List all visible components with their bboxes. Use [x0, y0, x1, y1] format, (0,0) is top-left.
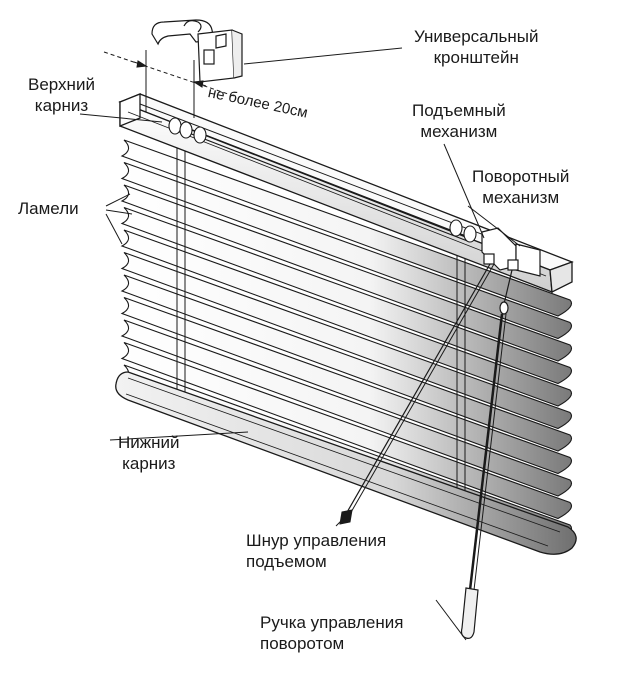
dimension-marker [103, 50, 235, 118]
ladder-strings [176, 146, 466, 508]
bottom-rail [115, 371, 577, 555]
lift-cord[interactable] [339, 263, 495, 525]
slat [120, 296, 573, 475]
slat [120, 139, 573, 317]
slat [120, 251, 573, 430]
universal-bracket [151, 19, 243, 83]
slat [120, 229, 573, 407]
slat [120, 341, 573, 520]
tilt-wand[interactable] [460, 269, 513, 639]
leader-lines [79, 47, 521, 641]
tilt-rod [168, 117, 477, 243]
slats-label: Ламели [18, 199, 79, 218]
slat [120, 274, 573, 452]
tilt-mechanism [507, 243, 541, 277]
slat [120, 161, 573, 340]
slat [120, 319, 573, 497]
